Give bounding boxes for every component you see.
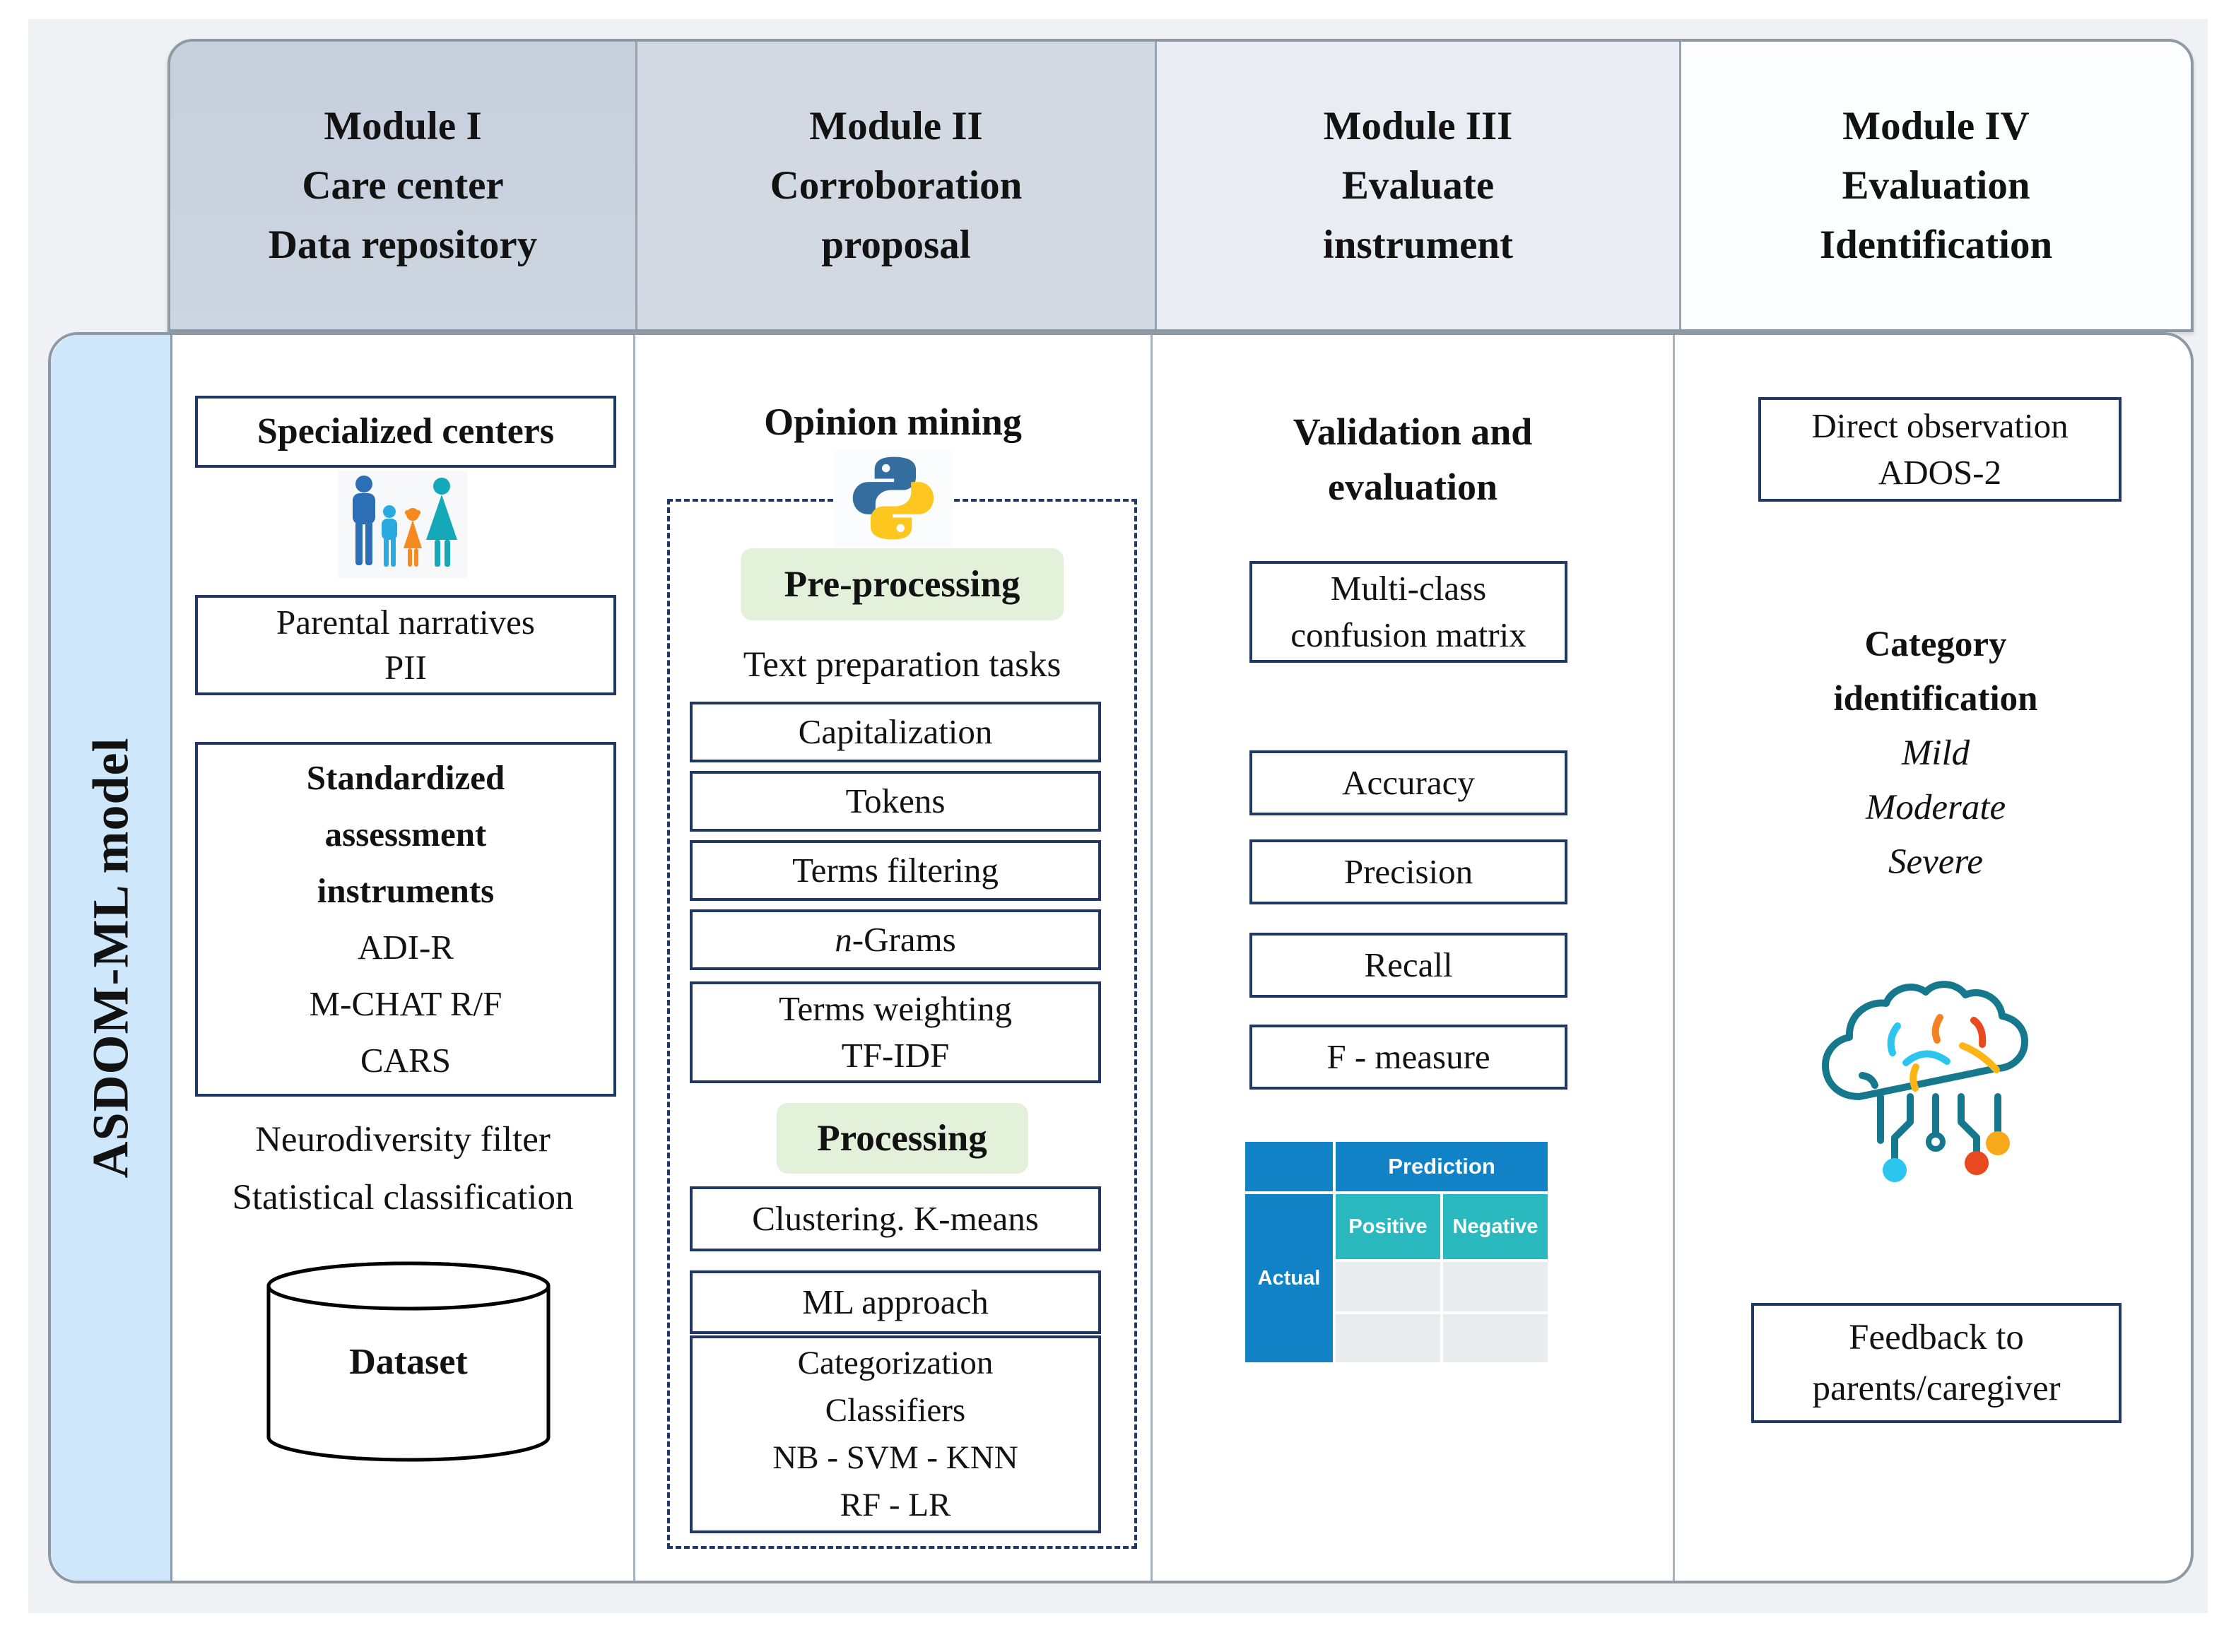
- ml-approach-box: ML approach: [690, 1270, 1101, 1334]
- matrix-empty-cell: [1336, 1262, 1440, 1311]
- confusion-matrix-table: Prediction Actual Positive Negative: [1245, 1142, 1548, 1362]
- accuracy-box: Accuracy: [1249, 750, 1567, 815]
- opinion-mining-pipeline-box: Pre-processing Text preparation tasks Ca…: [667, 499, 1137, 1549]
- confusion-matrix-box: Multi-class confusion matrix: [1249, 561, 1567, 663]
- module2-title-line: proposal: [821, 222, 971, 267]
- module2-header: Module II Corroboration proposal: [635, 42, 1155, 329]
- matrix-corner-cell: [1245, 1142, 1333, 1191]
- dataset-label: Dataset: [349, 1342, 468, 1382]
- cylinder-icon: [266, 1261, 551, 1462]
- module-header-row: Module I Care center Data repository Mod…: [167, 39, 2194, 332]
- module3-title-line: Evaluate: [1341, 163, 1495, 208]
- module2-title-line: Module II: [809, 103, 983, 148]
- ml-brain-icon: [1816, 977, 2056, 1210]
- terms-filtering-box: Terms filtering: [690, 840, 1101, 901]
- dataset-cylinder: Dataset: [264, 1258, 553, 1467]
- module1-title-line: Module I: [324, 103, 482, 148]
- precision-box: Precision: [1249, 839, 1567, 904]
- module3-header: Module III Evaluate instrument: [1155, 42, 1679, 329]
- model-body: ASDOM-ML model Specialized centers: [48, 332, 2194, 1583]
- python-icon-svg: [852, 456, 934, 540]
- module1-header: Module I Care center Data repository: [170, 42, 635, 329]
- neurodiversity-filter-text: Neurodiversity filter Statistical classi…: [232, 1120, 574, 1217]
- standardized-instruments-box: Standardized assessment instruments ADI-…: [195, 742, 616, 1097]
- module3-title-line: instrument: [1322, 222, 1514, 267]
- module4-column: Direct observation ADOS-2 Category ident…: [1675, 335, 2196, 1581]
- tokens-box: Tokens: [690, 771, 1101, 832]
- category-identification-text: Category identification Mild Moderate Se…: [1833, 625, 2038, 882]
- validation-title: Validation and evaluation: [1293, 411, 1533, 508]
- capitalization-box: Capitalization: [690, 702, 1101, 762]
- matrix-positive-header: Positive: [1336, 1194, 1440, 1259]
- feedback-box: Feedback to parents/caregiver: [1751, 1303, 2122, 1423]
- preprocessing-label: Pre-processing: [740, 548, 1064, 620]
- module4-title-line: Identification: [1819, 222, 2053, 267]
- clustering-box: Clustering. K-means: [690, 1186, 1101, 1251]
- text-preparation-text: Text preparation tasks: [743, 645, 1061, 685]
- module3-title-line: Module III: [1323, 103, 1513, 148]
- parental-narratives-box: Parental narratives PII: [195, 595, 616, 695]
- matrix-empty-cell: [1336, 1314, 1440, 1362]
- recall-box: Recall: [1249, 933, 1567, 998]
- matrix-actual-header: Actual: [1245, 1194, 1333, 1362]
- module1-title-line: Data repository: [268, 222, 538, 267]
- f-measure-box: F - measure: [1249, 1025, 1567, 1090]
- module1-title-line: Care center: [302, 163, 504, 208]
- specialized-centers-box: Specialized centers: [195, 396, 616, 468]
- python-icon: [832, 449, 953, 547]
- module4-header: Module IV Evaluation Identification: [1679, 42, 2191, 329]
- direct-observation-box: Direct observation ADOS-2: [1758, 397, 2122, 502]
- ngrams-box: n-Grams: [690, 909, 1101, 970]
- matrix-empty-cell: [1443, 1314, 1548, 1362]
- matrix-negative-header: Negative: [1443, 1194, 1548, 1259]
- processing-label: Processing: [776, 1103, 1028, 1174]
- family-icon: [339, 471, 467, 578]
- module3-column: Validation and evaluation Multi-class co…: [1153, 335, 1675, 1581]
- family-icon-svg: [353, 476, 457, 567]
- module4-title-line: Module IV: [1842, 103, 2030, 148]
- ml-brain-icon-svg: [1822, 981, 2028, 1182]
- opinion-mining-title: Opinion mining: [764, 401, 1022, 443]
- module2-title-line: Corroboration: [770, 163, 1023, 208]
- model-name-bar: ASDOM-ML model: [51, 335, 172, 1581]
- module1-column: Specialized centers: [172, 335, 635, 1581]
- matrix-empty-cell: [1443, 1262, 1548, 1311]
- terms-weighting-box: Terms weighting TF-IDF: [690, 981, 1101, 1083]
- categorization-box: Categorization Classifiers NB - SVM - KN…: [690, 1335, 1101, 1533]
- model-name-label: ASDOM-ML model: [82, 737, 139, 1179]
- module2-column: Opinion mining Pre-processing Text prepa…: [635, 335, 1153, 1581]
- module4-title-line: Evaluation: [1842, 163, 2030, 208]
- matrix-prediction-header: Prediction: [1336, 1142, 1548, 1191]
